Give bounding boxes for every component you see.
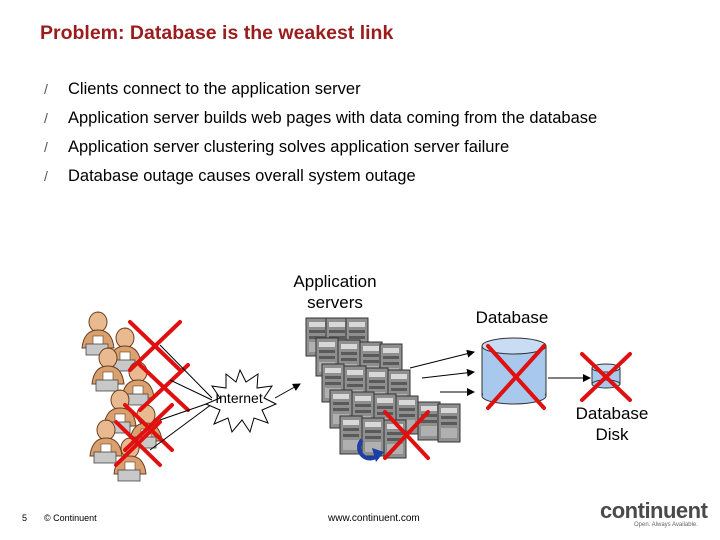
database-disk-label: Database Disk <box>575 404 649 444</box>
server-to-db-arrow <box>409 349 475 369</box>
bullet-marker-icon: / <box>44 81 48 97</box>
logo-wordmark: continuent <box>600 498 708 523</box>
continuent-logo: continuent Open. Always Available. <box>600 498 708 534</box>
failure-x-icon <box>128 320 182 372</box>
server-icon <box>437 403 461 443</box>
slide-title: Problem: Database is the weakest link <box>40 22 394 44</box>
internet-label: Internet <box>215 390 263 406</box>
database-label: Database <box>475 308 549 327</box>
failure-x-icon <box>138 363 190 412</box>
copyright-text: © Continuent <box>44 513 97 523</box>
bullet-text: Clients connect to the application serve… <box>68 80 361 98</box>
bullet-text: Database outage causes overall system ou… <box>68 167 416 185</box>
failure-x-icon <box>486 344 546 410</box>
internet-to-servers-arrow <box>274 383 301 399</box>
logo-tagline: Open. Always Available. <box>634 522 698 528</box>
app-servers-group <box>305 317 461 459</box>
page-number: 5 <box>22 513 28 523</box>
bullet-text: Application server clustering solves app… <box>68 138 510 156</box>
internet-cloud-icon <box>204 368 278 434</box>
bullet-marker-icon: / <box>44 110 48 126</box>
client-failure-marks <box>114 320 190 467</box>
bullet-item: / Application server clustering solves a… <box>40 138 700 157</box>
bullet-text: Application server builds web pages with… <box>68 109 598 127</box>
bullet-marker-icon: / <box>44 139 48 155</box>
client-connection-lines <box>149 344 213 451</box>
failure-x-icon <box>580 352 632 402</box>
bullet-list: / Clients connect to the application ser… <box>40 80 700 196</box>
bullet-item: / Clients connect to the application ser… <box>40 80 700 99</box>
app-servers-label: Application servers <box>293 272 377 312</box>
failure-x-icon <box>123 403 174 452</box>
failure-x-icon <box>114 420 162 467</box>
bullet-item: / Application server builds web pages wi… <box>40 109 678 128</box>
failure-x-icon <box>383 410 430 460</box>
footer-url: www.continuent.com <box>328 513 420 524</box>
bullet-marker-icon: / <box>44 168 48 184</box>
server-to-db-arrow <box>421 368 475 379</box>
bullet-item: / Database outage causes overall system … <box>40 167 700 186</box>
